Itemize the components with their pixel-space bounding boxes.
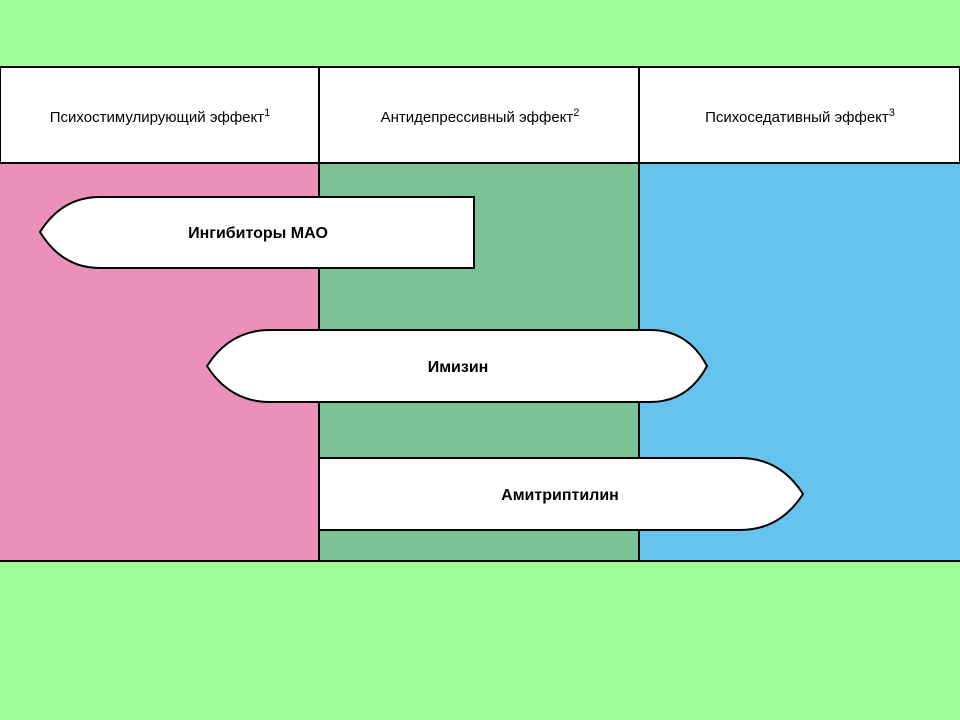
arrow-mao-inhibitors bbox=[38, 196, 475, 269]
header-label-sedative: Психоседативный эффект3 bbox=[705, 107, 895, 126]
header-label-antidepressive: Антидепрессивный эффект2 bbox=[381, 107, 580, 126]
arrow-imizin bbox=[205, 329, 709, 403]
header-cell-stimulating bbox=[0, 66, 320, 164]
drug-label-mao-inhibitors: Ингибиторы МАО bbox=[188, 225, 328, 242]
header-cell-sedative bbox=[638, 66, 960, 164]
header-label-stimulating: Психостимулирующий эффект1 bbox=[50, 107, 270, 126]
drug-label-imizin: Имизин bbox=[428, 359, 489, 376]
drug-label-amitriptyline: Амитриптилин bbox=[501, 487, 619, 504]
header-cell-antidepressive bbox=[318, 66, 640, 164]
arrow-amitriptyline bbox=[318, 457, 805, 531]
